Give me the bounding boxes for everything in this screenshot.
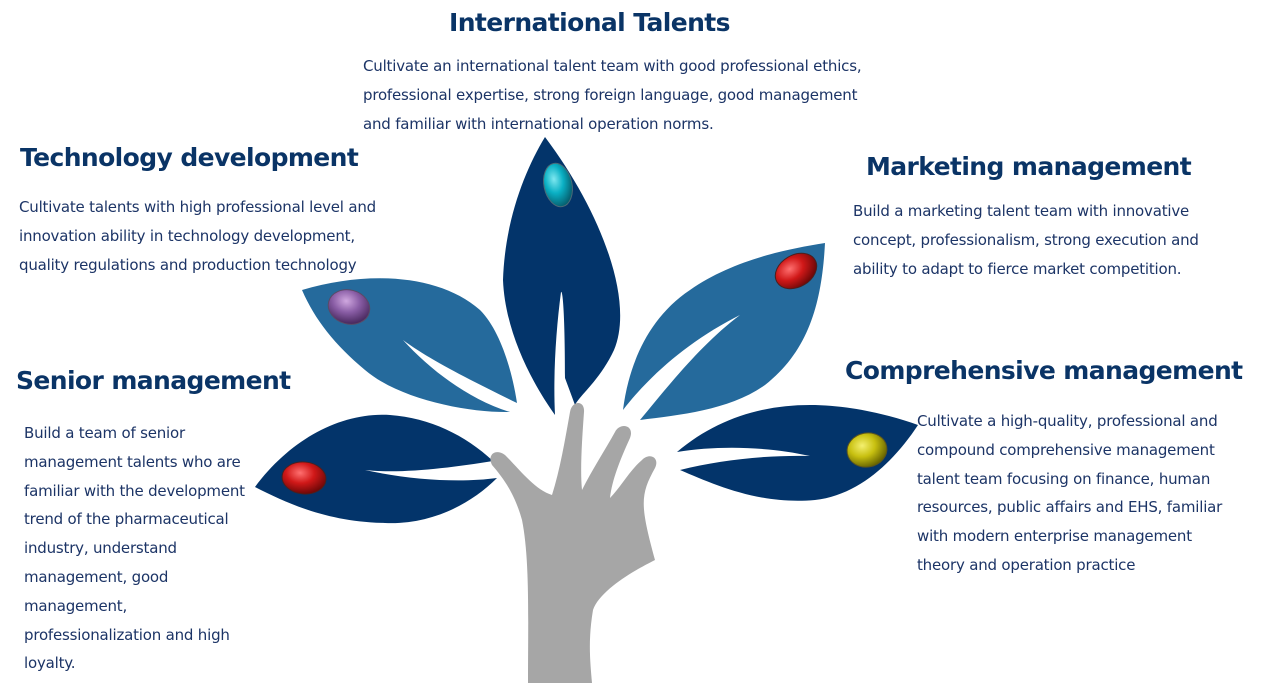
text-line: loyalty. <box>24 654 76 673</box>
text-line: Build a marketing talent team with innov… <box>853 202 1190 220</box>
gem-cyan-icon <box>543 162 573 208</box>
text-line: professionalization and high <box>24 625 230 644</box>
text-line: talent team focusing on finance, human <box>917 469 1211 488</box>
leaf-comprehensive <box>677 405 918 501</box>
gem-red-marketing-icon <box>774 252 818 290</box>
senior-title: Senior management <box>16 366 291 395</box>
marketing-description: Build a marketing talent team with innov… <box>853 197 1199 283</box>
leaf-international <box>503 137 621 415</box>
text-line: concept, professionalism, strong executi… <box>853 230 1199 249</box>
text-line: professional expertise, strong foreign l… <box>363 85 858 104</box>
text-line: theory and operation practice <box>917 555 1136 574</box>
text-line: compound comprehensive management <box>917 440 1215 459</box>
text-line: ability to adapt to fierce market compet… <box>853 259 1182 278</box>
leaf-senior <box>255 414 497 524</box>
text-line: industry, understand <box>24 539 177 558</box>
text-line: familiar with the development <box>24 481 245 500</box>
text-line: Cultivate a high-quality, professional a… <box>917 412 1218 430</box>
text-line: resources, public affairs and EHS, famil… <box>917 498 1223 517</box>
gem-purple-icon <box>327 289 371 325</box>
comprehensive-description: Cultivate a high-quality, professional a… <box>917 407 1222 580</box>
text-line: Cultivate an international talent team w… <box>363 57 862 75</box>
technology-description: Cultivate talents with high professional… <box>19 193 376 279</box>
text-line: Build a team of senior <box>24 424 185 442</box>
international-title: International Talents <box>449 8 731 37</box>
gem-yellow-icon <box>846 432 888 468</box>
hand-trunk <box>490 403 657 683</box>
international-description: Cultivate an international talent team w… <box>363 52 862 138</box>
text-line: with modern enterprise management <box>917 527 1192 546</box>
text-line: management, good <box>24 567 169 586</box>
text-line: quality regulations and production techn… <box>19 255 357 274</box>
marketing-title: Marketing management <box>866 152 1192 181</box>
text-line: innovation ability in technology develop… <box>19 226 355 245</box>
comprehensive-title: Comprehensive management <box>845 356 1243 385</box>
text-line: Cultivate talents with high professional… <box>19 198 376 216</box>
text-line: management talents who are <box>24 452 241 471</box>
senior-description: Build a team of senior management talent… <box>24 419 245 678</box>
leaf-marketing <box>623 243 825 420</box>
text-line: and familiar with international operatio… <box>363 114 714 133</box>
text-line: management, <box>24 596 128 615</box>
text-line: trend of the pharmaceutical <box>24 510 229 529</box>
technology-title: Technology development <box>20 143 359 172</box>
gem-red-senior-icon <box>281 461 327 495</box>
